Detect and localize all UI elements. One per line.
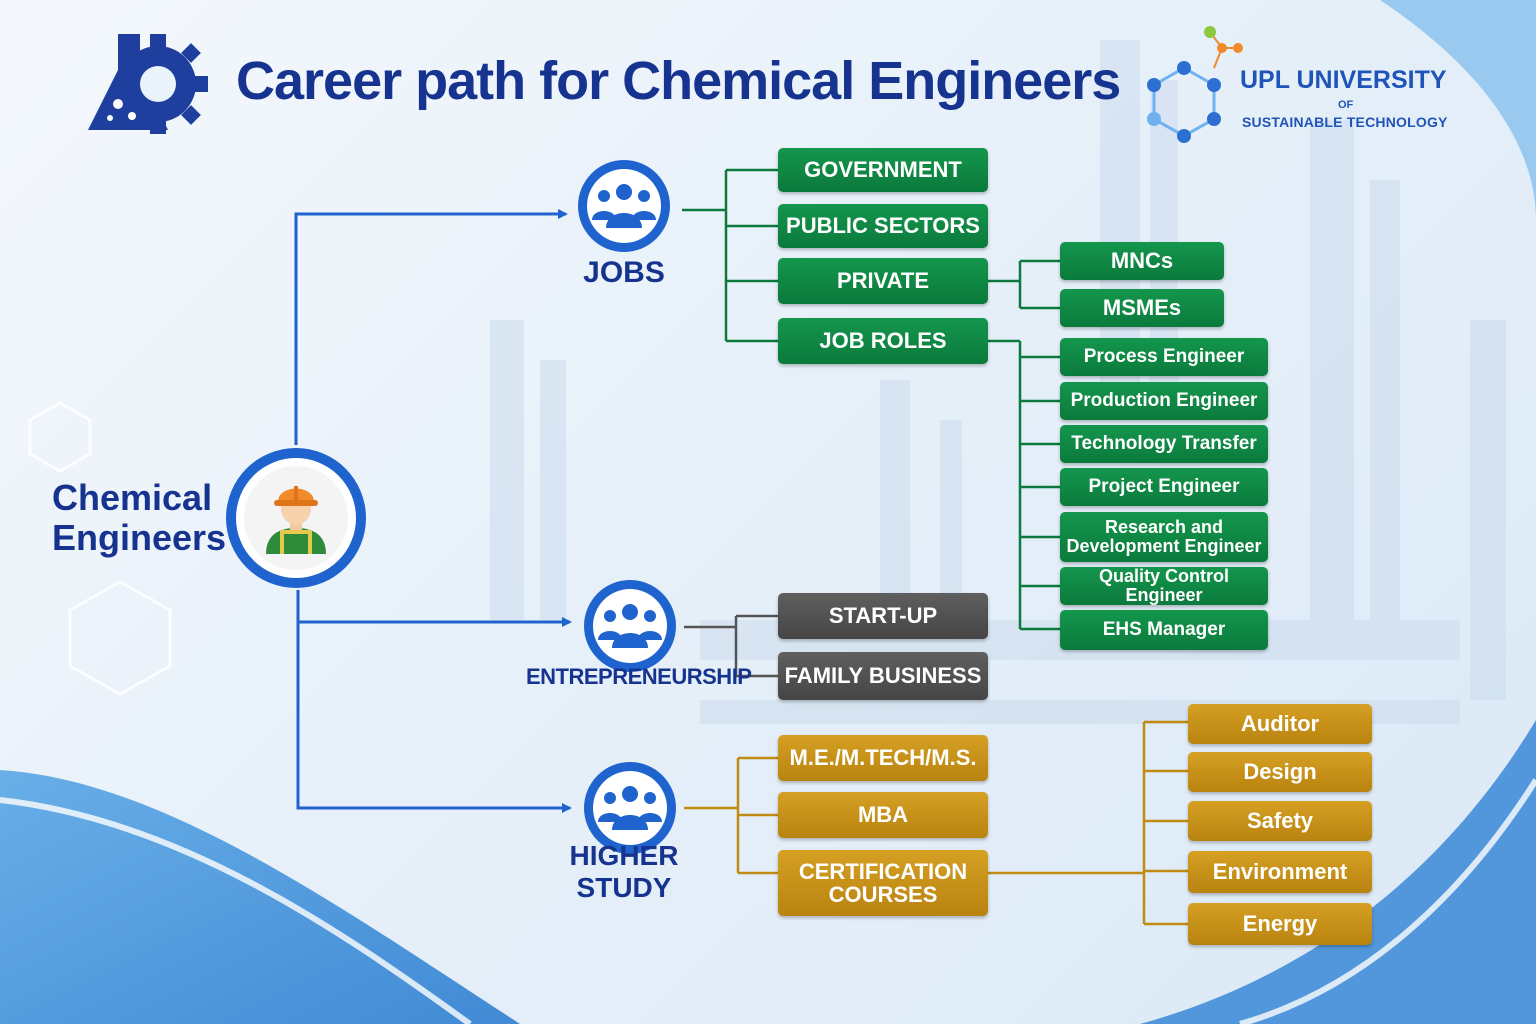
jobs-label: JOBS xyxy=(583,256,665,289)
job-role-ehs-manager: EHS Manager xyxy=(1060,610,1268,650)
entrepreneurship-group-icon xyxy=(584,580,676,672)
university-subtitle: SUSTAINABLE TECHNOLOGY xyxy=(1242,114,1448,130)
university-name: UPL UNIVERSITY xyxy=(1240,66,1447,94)
job-role-technology-transfer: Technology Transfer xyxy=(1060,425,1268,463)
certification-item-auditor: Auditor xyxy=(1188,704,1372,744)
job-role-production-engineer: Production Engineer xyxy=(1060,382,1268,420)
jobs-item-job-roles: JOB ROLES xyxy=(778,318,988,364)
molecule-hexagon-logo-icon xyxy=(1147,26,1243,143)
university-of: OF xyxy=(1338,99,1354,111)
certification-item-energy: Energy xyxy=(1188,903,1372,945)
job-role-process-engineer: Process Engineer xyxy=(1060,338,1268,376)
higher-study-group-icon xyxy=(584,762,676,854)
higher-study-item-me-mtech-ms: M.E./M.TECH/M.S. xyxy=(778,735,988,781)
entrepreneurship-connectors xyxy=(684,614,778,678)
certification-item-environment: Environment xyxy=(1188,851,1372,893)
job-role-project-engineer: Project Engineer xyxy=(1060,468,1268,506)
jobs-item-private: PRIVATE xyxy=(778,258,988,304)
higher-study-connectors xyxy=(684,720,1188,926)
higher-study-item-mba: MBA xyxy=(778,792,988,838)
jobs-group-icon xyxy=(578,160,670,252)
private-item-mncs: MNCs xyxy=(1060,242,1224,280)
entrepreneurship-item-start-up: START-UP xyxy=(778,593,988,639)
engineer-icon xyxy=(226,448,366,588)
private-item-msmes: MSMEs xyxy=(1060,289,1224,327)
higher-study-item-certification-courses: CERTIFICATION COURSES xyxy=(778,850,988,916)
gear-flask-logo-icon xyxy=(88,34,208,134)
entrepreneurship-label: ENTREPRENEURSHIP xyxy=(526,664,752,689)
certification-item-design: Design xyxy=(1188,752,1372,792)
jobs-connectors xyxy=(682,168,1060,631)
job-role-quality-control-engineer: Quality Control Engineer xyxy=(1060,567,1268,605)
root-label: Chemical Engineers xyxy=(52,477,227,558)
certification-item-safety: Safety xyxy=(1188,801,1372,841)
root-connectors xyxy=(294,209,572,813)
entrepreneurship-item-family-business: FAMILY BUSINESS xyxy=(778,652,988,700)
jobs-item-public-sectors: PUBLIC SECTORS xyxy=(778,204,988,248)
jobs-item-government: GOVERNMENT xyxy=(778,148,988,192)
job-role-rnd-engineer: Research and Development Engineer xyxy=(1060,512,1268,562)
higher-study-label: HIGHER STUDY xyxy=(569,840,679,904)
page-title: Career path for Chemical Engineers xyxy=(236,51,1121,111)
